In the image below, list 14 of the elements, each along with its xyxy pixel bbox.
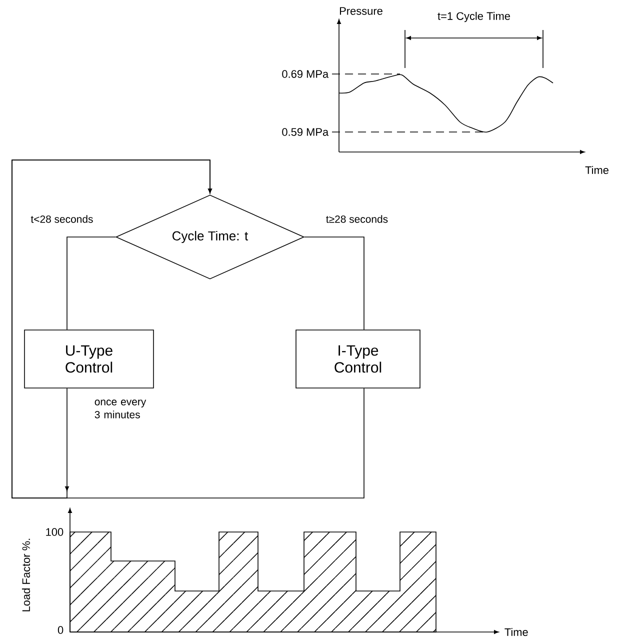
axis-title: Load Factor %. [22,538,30,612]
axis-title: Time [585,166,608,174]
process-box: U-Type Control [24,330,154,388]
edge-label: t<28 seconds [30,215,93,223]
dimension-label: t=1 Cycle Time [438,12,510,22]
process-box: I-Type Control [296,330,420,388]
axis-title: Pressure [340,7,382,15]
axis-title: Time [504,628,528,636]
tick-label: 100 [46,528,64,536]
edge-label: once every 3 minutes [94,400,146,418]
tick-label: 0 [58,626,64,634]
edge-label: t≥28 seconds [326,215,388,223]
tick-label: 0.59 MPa [282,128,329,136]
tick-label: 0.69 MPa [282,70,329,78]
